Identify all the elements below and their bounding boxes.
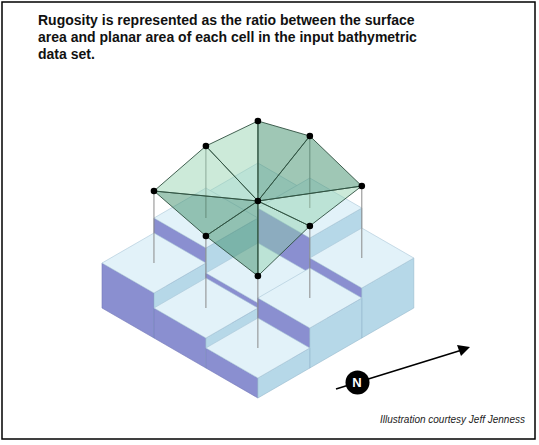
surface-point <box>203 233 210 240</box>
surface-point <box>255 118 262 125</box>
credit-caption: Illustration courtesy Jeff Jenness <box>380 414 525 425</box>
surface-point <box>307 223 314 230</box>
heading: Rugosity is represented as the ratio bet… <box>38 12 423 63</box>
surface-point <box>255 273 262 280</box>
north-arrow-head <box>457 345 470 356</box>
surface-mesh <box>151 118 365 348</box>
surface-point <box>151 188 158 195</box>
surface-facet <box>206 121 258 201</box>
compass-circle: N <box>345 370 370 395</box>
surface-point <box>307 133 314 140</box>
drop-line <box>205 236 206 308</box>
surface-facet <box>206 201 258 276</box>
surface-facet <box>258 136 362 201</box>
drop-line <box>309 226 310 298</box>
compass-letter: N <box>345 370 370 395</box>
drop-line <box>153 191 154 263</box>
surface-point <box>359 183 366 190</box>
surface-point <box>255 198 262 205</box>
frame <box>2 2 535 439</box>
surface-point <box>203 143 210 150</box>
drop-line <box>361 186 362 258</box>
drop-line <box>257 276 258 348</box>
circle-fill <box>345 370 369 394</box>
bathymetry-blocks <box>102 163 414 398</box>
